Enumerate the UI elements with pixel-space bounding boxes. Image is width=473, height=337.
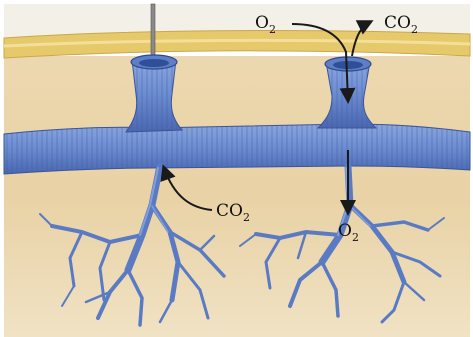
tracheal-system-diagram: O2 CO2 CO2 O2 [0, 0, 473, 337]
diagram-canvas: O2 CO2 CO2 O2 [0, 0, 473, 337]
